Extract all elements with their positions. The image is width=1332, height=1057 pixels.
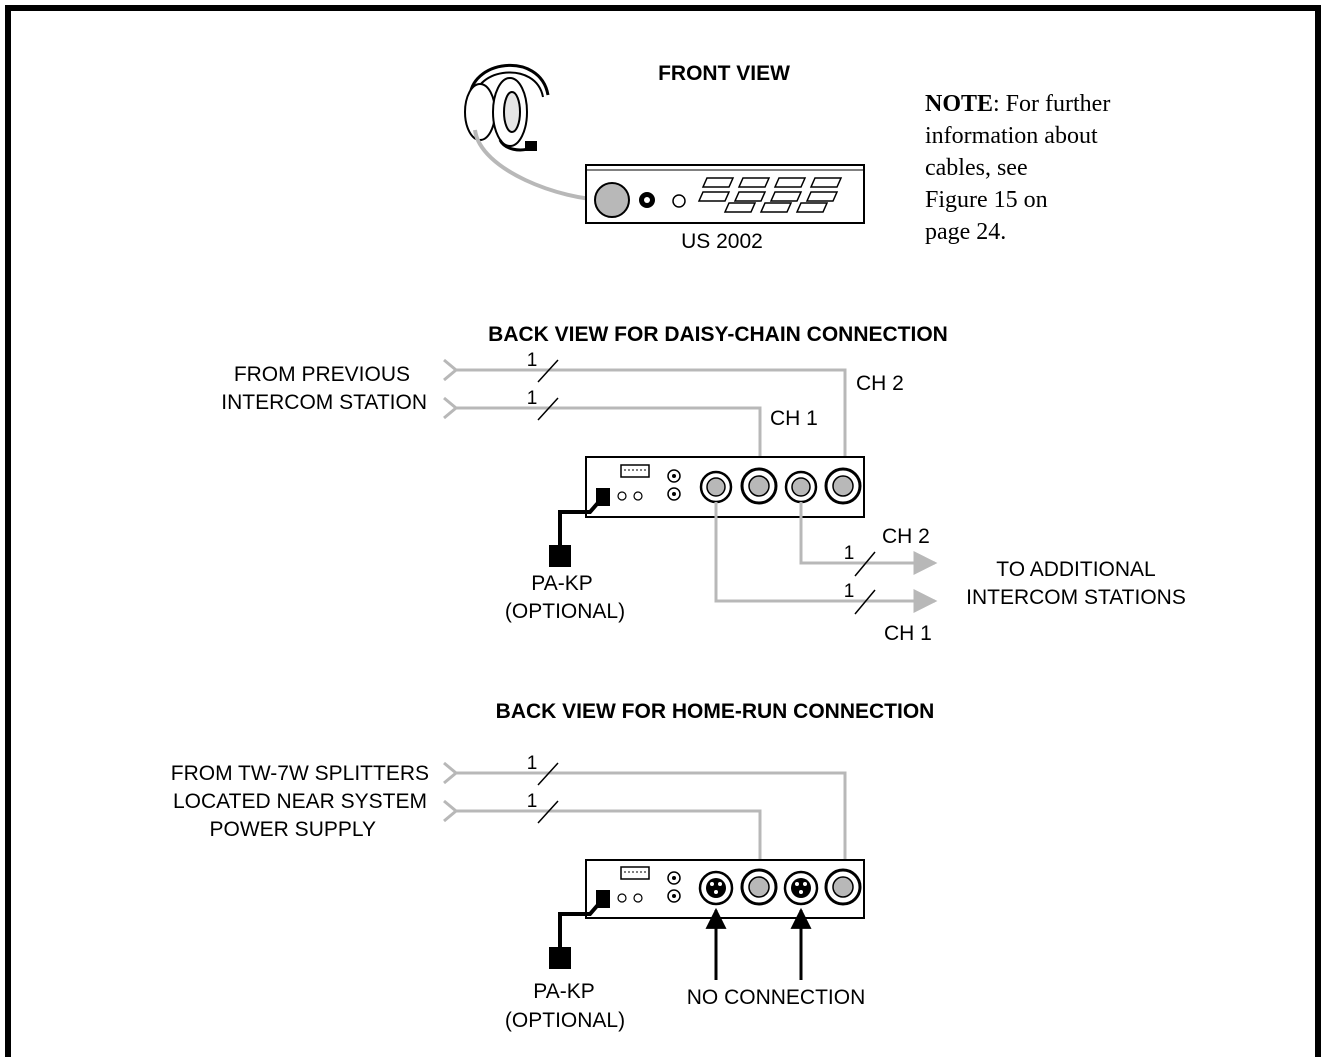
daisy-ch2-out-label: CH 2 [882, 525, 930, 548]
xlr-female-ch2 [824, 868, 862, 906]
xlr-male-ch2-unused [783, 870, 819, 906]
daisy-pakp-cable [558, 495, 605, 545]
daisy-input-chevrons [443, 358, 459, 420]
daisy-optional-label: (OPTIONAL) [505, 600, 625, 623]
note-line3: cables, see [925, 155, 1028, 181]
note-line5: page 24. [925, 219, 1007, 245]
daisy-output-slashes [854, 551, 876, 615]
note-box: NOTE: For further information about cabl… [925, 88, 1155, 248]
homerun-from-line1: FROM TW-7W SPLITTERS [171, 762, 429, 785]
xlr-male-ch1-unused [698, 870, 734, 906]
daisy-to-line1: TO ADDITIONAL [996, 558, 1155, 581]
daisy-pakp-box [549, 545, 571, 567]
xlr-female-ch2 [824, 467, 862, 505]
homerun-input-chevrons [443, 761, 459, 823]
note-line2: information about [925, 123, 1098, 149]
daisy-title: BACK VIEW FOR DAISY-CHAIN CONNECTION [488, 323, 948, 346]
daisy-input-slashes [537, 359, 559, 421]
xlr-female-ch1 [740, 868, 778, 906]
homerun-back-panel [585, 859, 865, 919]
xlr-male-ch2 [784, 470, 818, 504]
daisy-count-top: 1 [527, 350, 538, 371]
serial-port-icon [620, 464, 650, 478]
note-line1: : For further [993, 91, 1111, 117]
homerun-from-line3: POWER SUPPLY [210, 818, 376, 841]
front-panel [585, 164, 865, 224]
daisy-input-cables [456, 368, 847, 462]
daisy-output-cables [714, 502, 938, 613]
xlr-female-ch1 [740, 467, 778, 505]
daisy-from-line2: INTERCOM STATION [221, 391, 427, 414]
homerun-pakp-cable [558, 897, 605, 947]
xlr-male-ch1 [699, 470, 733, 504]
volume-knob-icon [672, 194, 686, 208]
daisy-back-panel [585, 456, 865, 518]
homerun-optional-label: (OPTIONAL) [505, 1009, 625, 1032]
daisy-ch1-in-label: CH 1 [770, 407, 818, 430]
homerun-count-second: 1 [527, 791, 538, 812]
front-view-title: FRONT VIEW [658, 62, 790, 85]
headset-jack [594, 182, 630, 218]
homerun-input-slashes [537, 762, 559, 824]
serial-port-icon [620, 866, 650, 880]
daisy-count-out-ch2: 1 [844, 543, 855, 564]
homerun-input-cables [456, 771, 847, 867]
homerun-pakp-box [549, 947, 571, 969]
headset-icon [464, 63, 550, 152]
daisy-ch1-out-label: CH 1 [884, 622, 932, 645]
daisy-pakp-label: PA-KP [531, 572, 592, 595]
homerun-pakp-label: PA-KP [533, 980, 594, 1003]
daisy-count-out-ch1: 1 [844, 581, 855, 602]
daisy-to-line2: INTERCOM STATIONS [966, 586, 1186, 609]
no-connection-label: NO CONNECTION [687, 986, 866, 1009]
front-unit-label: US 2002 [681, 230, 763, 253]
homerun-title: BACK VIEW FOR HOME-RUN CONNECTION [496, 700, 935, 723]
daisy-from-line1: FROM PREVIOUS [234, 363, 410, 386]
front-buttons [697, 177, 843, 213]
note-line4: Figure 15 on [925, 187, 1048, 213]
no-connection-arrows [705, 907, 812, 980]
homerun-count-top: 1 [527, 753, 538, 774]
daisy-ch2-in-label: CH 2 [856, 372, 904, 395]
homerun-from-line2: LOCATED NEAR SYSTEM [173, 790, 427, 813]
note-heading: NOTE [925, 91, 994, 117]
diagram-frame [5, 5, 1321, 1057]
daisy-count-second: 1 [527, 388, 538, 409]
